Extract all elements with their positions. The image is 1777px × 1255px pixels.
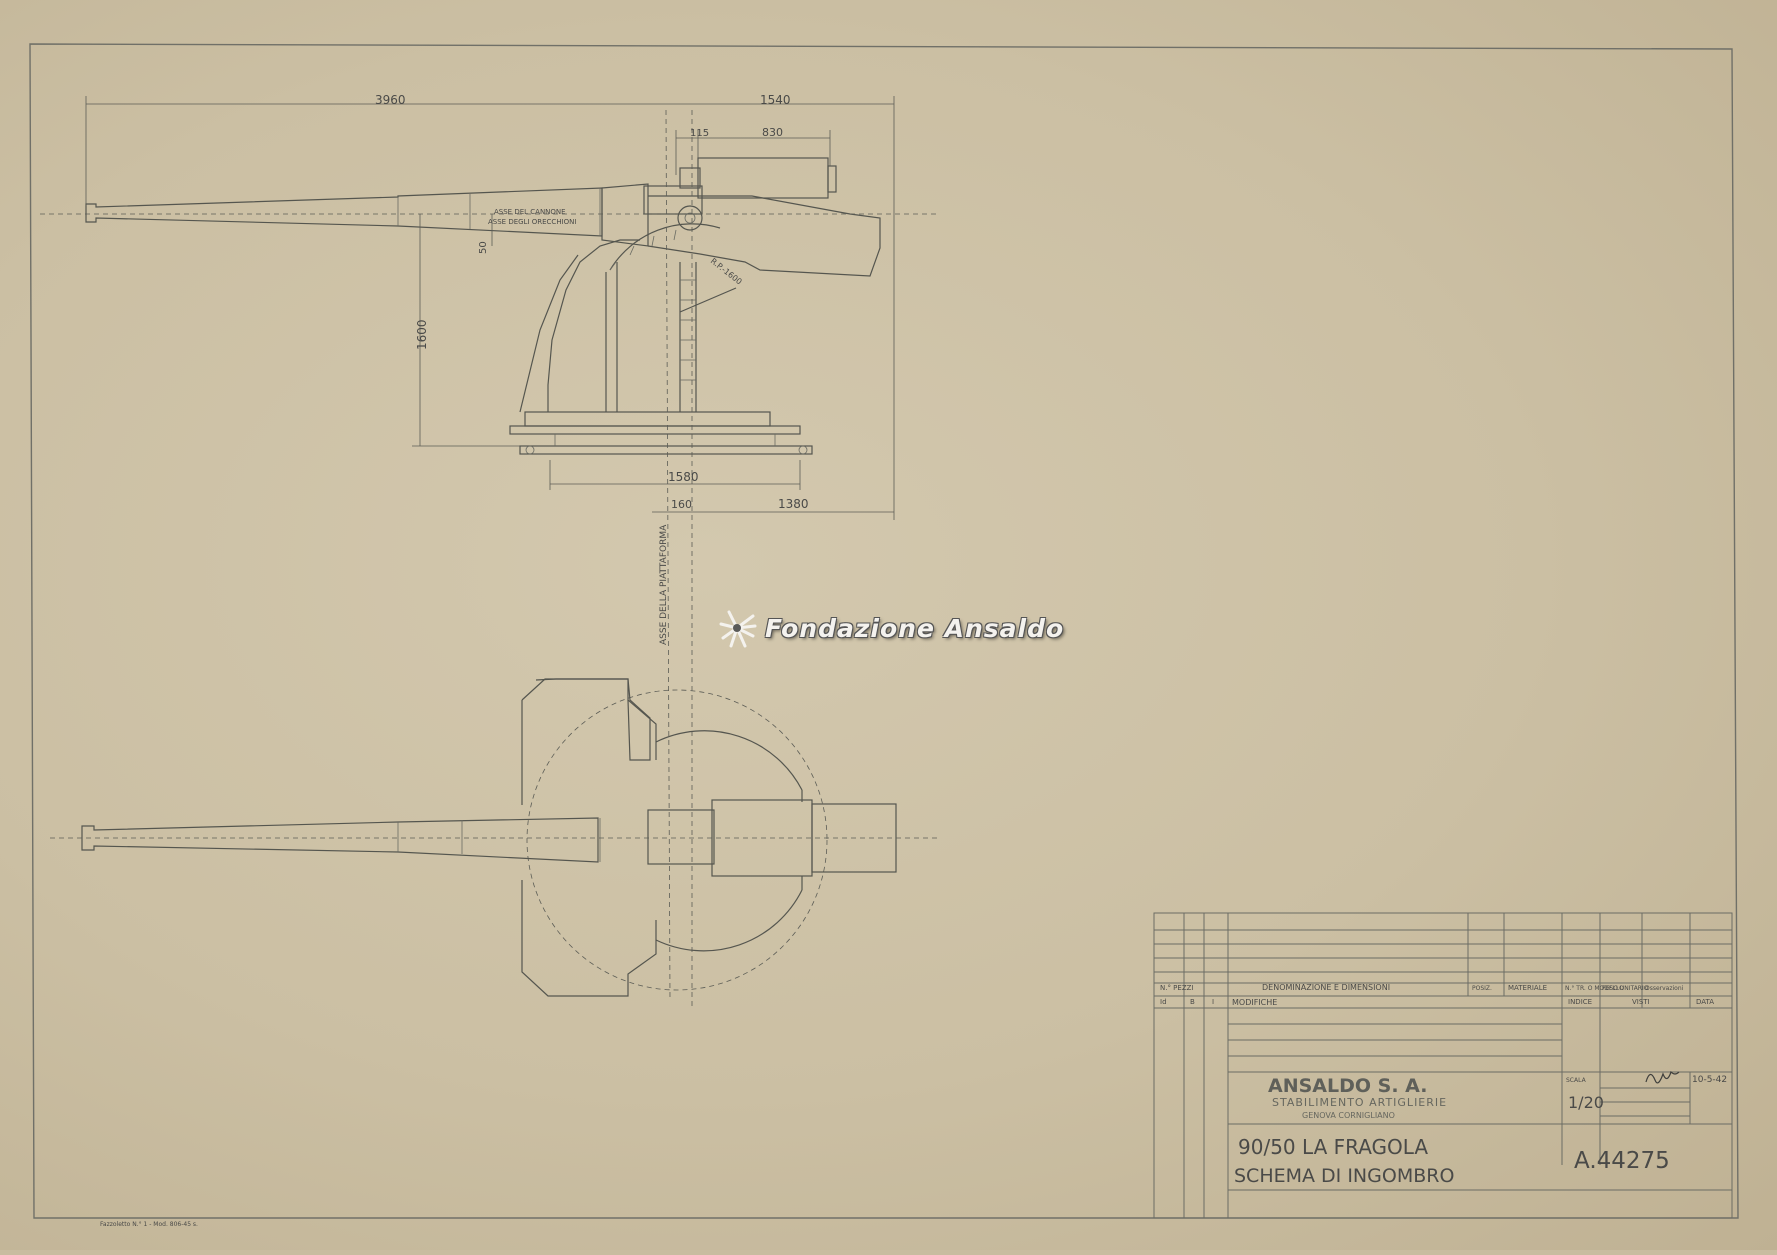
watermark: Fondazione Ansaldo [715,604,1064,652]
label-axis-platform: ASSE DELLA PIATTAFORMA [659,524,669,645]
scale-value: 1/20 [1568,1093,1604,1112]
drawing-title-line2: SCHEMA DI INGOMBRO [1234,1165,1454,1187]
fondazione-ansaldo-logo-icon [719,610,757,648]
label-axis-cannon: ASSE DEL CANNONE [494,208,566,216]
dim-50: 50 [478,241,489,254]
dim-160: 160 [671,498,692,511]
dimension-lines [85,96,895,520]
row-label-id: Id [1160,998,1167,1006]
signature-date: 10-5-42 [1692,1075,1727,1085]
row-label-i: I [1212,998,1214,1006]
dim-115: 115 [690,128,709,139]
drawing-title-line1: 90/50 LA FRAGOLA [1238,1135,1428,1159]
plan-view [50,678,940,997]
side-view [40,109,940,1010]
dim-3960: 3960 [375,93,406,107]
dimension-labels: 3960 1540 115 830 50 1600 1580 160 1380 … [375,93,809,645]
dim-1580: 1580 [668,470,699,484]
title-block [1153,912,1733,1219]
header-posiz: POSIZ. [1472,985,1492,992]
department: STABILIMENTO ARTIGLIERIE [1272,1096,1447,1109]
drawing-number: A.44275 [1574,1148,1670,1174]
header-osservazioni: Osservazioni [1645,985,1684,992]
header-materiale: MATERIALE [1508,984,1547,992]
signature [1645,1070,1680,1084]
label-data: DATA [1696,998,1714,1006]
header-n-pezzi: N.° PEZZI [1160,984,1194,992]
scale-label: SCALA [1566,1077,1587,1084]
watermark-text: Fondazione Ansaldo [765,613,1065,643]
dim-1380: 1380 [778,497,809,511]
header-peso: PESO UNITARIO [1602,985,1649,992]
row-label-b: B [1190,998,1195,1006]
header-modello: N.° TR. O MODELLO [1565,985,1624,992]
dim-830: 830 [762,126,783,139]
dim-1540: 1540 [760,93,791,107]
header-denominazione: DENOMINAZIONE E DIMENSIONI [1262,983,1390,992]
label-modifiche: MODIFICHE [1232,998,1277,1007]
dim-1600: 1600 [415,319,429,350]
label-visti: VISTI [1632,998,1650,1006]
label-axis-trunnions: ASSE DEGLI ORECCHIONI [488,218,576,226]
company-name: ANSALDO S. A. [1268,1075,1427,1097]
location: GENOVA CORNIGLIANO [1302,1111,1395,1120]
footer-note: Fazzoletto N.° 1 - Mod. 806-45 s. [100,1221,198,1228]
title-block-text: N.° PEZZI DENOMINAZIONE E DIMENSIONI POS… [100,983,1727,1228]
sheet-border [29,43,1739,1219]
label-indice: INDICE [1568,998,1592,1006]
